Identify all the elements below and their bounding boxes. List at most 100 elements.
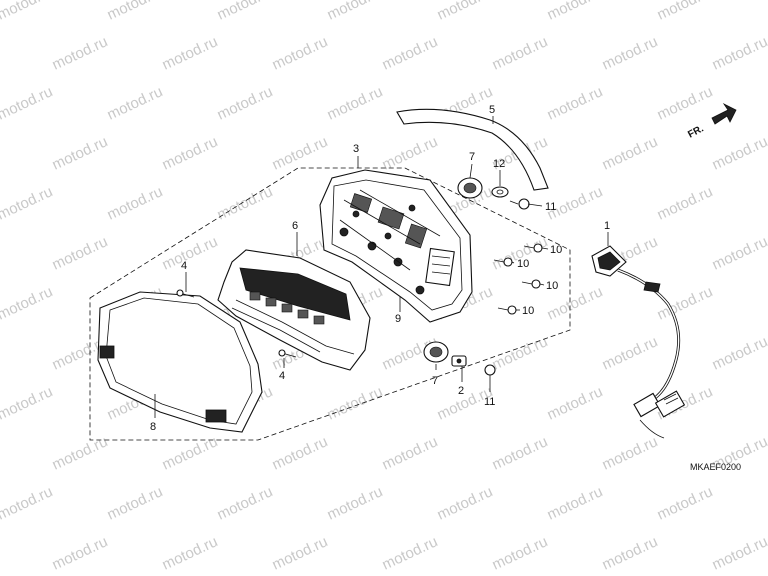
watermark-text: motod.ru [50,33,111,73]
part-7-grommet-lower [423,341,449,363]
leader-lines [154,116,609,418]
part-2-collar [451,355,467,367]
callout-3: 3 [353,143,359,155]
watermark-text: motod.ru [160,133,221,173]
front-direction-indicator: FR. [686,102,737,141]
callout-7-lower: 7 [432,375,438,387]
watermark-text: motod.ru [600,433,661,473]
watermark-text: motod.ru [105,183,166,223]
watermark-text: motod.ru [325,0,386,24]
watermark-text: motod.ru [160,433,221,473]
front-direction-label: FR. [686,123,706,140]
watermark-text: motod.ru [160,533,221,573]
callout-10-a: 10 [550,244,562,256]
callout-5: 5 [489,104,495,116]
watermark-text: motod.ru [655,283,716,323]
watermark-text: motod.ru [600,133,661,173]
watermark-text: motod.ru [0,183,55,223]
watermark-text: motod.ru [710,333,768,373]
callout-10-c: 10 [546,280,558,292]
watermark-text: motod.ru [655,0,716,24]
watermark-text: motod.ru [435,483,496,523]
watermark-text: motod.ru [490,533,551,573]
callouts: 3 5 6 4 4 8 9 7 12 11 10 10 10 10 1 7 2 … [150,104,610,433]
callout-1: 1 [604,220,610,232]
front-arrow-icon [711,102,737,125]
part-4-screw-upper [176,289,195,298]
callout-4-lower: 4 [279,370,285,382]
watermark-text: motod.ru [325,383,386,423]
watermark-text: motod.ru [710,33,768,73]
watermark-text: motod.ru [380,533,441,573]
callout-9: 9 [395,313,401,325]
watermark-text: motod.ru [490,333,551,373]
watermark-text: motod.ru [50,433,111,473]
callout-7-upper: 7 [469,151,475,163]
watermark-text: motod.ru [710,533,768,573]
callout-6: 6 [292,220,298,232]
watermark-text: motod.ru [0,83,55,123]
watermark-text: motod.ru [545,0,606,24]
part-3-rear-case [319,169,473,323]
watermark-text: motod.ru [50,233,111,273]
part-11-bolt-upper [509,198,530,210]
watermark-text: motod.ru [160,33,221,73]
watermark-text: motod.ru [600,533,661,573]
watermark-text: motod.ru [105,483,166,523]
part-1-wire-harness [591,245,686,439]
callout-4-upper: 4 [181,260,187,272]
watermark-text: motod.ru [545,483,606,523]
callout-12: 12 [493,158,505,170]
watermark-text: motod.ru [380,33,441,73]
watermark-text: motod.ru [50,533,111,573]
watermark-text: motod.ru [655,83,716,123]
callout-11-lower: 11 [484,396,495,408]
watermark-text: motod.ru [380,133,441,173]
part-5-trim-strip [396,108,549,191]
watermark-text: motod.ru [490,433,551,473]
watermark-text: motod.ru [270,33,331,73]
watermark-text: motod.ru [270,133,331,173]
watermark-text: motod.ru [0,0,55,24]
part-11-bolt-lower [484,364,496,382]
part-8-lens-cover [97,291,263,433]
watermark-text: motod.ru [545,383,606,423]
watermark-text: motod.ru [710,233,768,273]
watermark-text: motod.ru [215,0,276,24]
watermark-text: motod.ru [380,433,441,473]
watermark-text: motod.ru [105,83,166,123]
watermark-text: motod.ru [0,283,55,323]
part-4-screw-lower [278,349,297,358]
callout-8: 8 [150,421,156,433]
callout-11-upper: 11 [545,201,556,213]
watermark-text: motod.ru [435,0,496,24]
watermark-text: motod.ru [270,533,331,573]
watermark-text: motod.ru [270,433,331,473]
watermark-text: motod.ru [0,483,55,523]
callout-10-b: 10 [517,258,529,270]
watermark-text: motod.ru [160,233,221,273]
watermark-text: motod.ru [655,483,716,523]
watermark-text: motod.ru [600,33,661,73]
watermark-text: motod.ru [545,83,606,123]
watermark-text: motod.ru [215,183,276,223]
watermark-text: motod.ru [50,133,111,173]
callout-10-d: 10 [522,305,534,317]
watermark-text: motod.ru [215,483,276,523]
watermark-text: motod.ru [710,133,768,173]
diagram-code: MKAEF0200 [690,462,741,472]
part-7-grommet-upper [457,177,483,199]
watermark-text: motod.ru [0,383,55,423]
part-12-washer [491,186,509,198]
watermark-text: motod.ru [600,333,661,373]
part-10-screw-4 [497,305,517,315]
assembly-boundary [89,167,571,441]
watermark-text: motod.ru [105,0,166,24]
callout-2: 2 [458,385,464,397]
watermark-text: motod.ru [325,483,386,523]
watermark-text: motod.ru [490,33,551,73]
watermark-text: motod.ru [215,83,276,123]
watermark-text: motod.ru [655,183,716,223]
part-10-screw-3 [521,279,541,289]
